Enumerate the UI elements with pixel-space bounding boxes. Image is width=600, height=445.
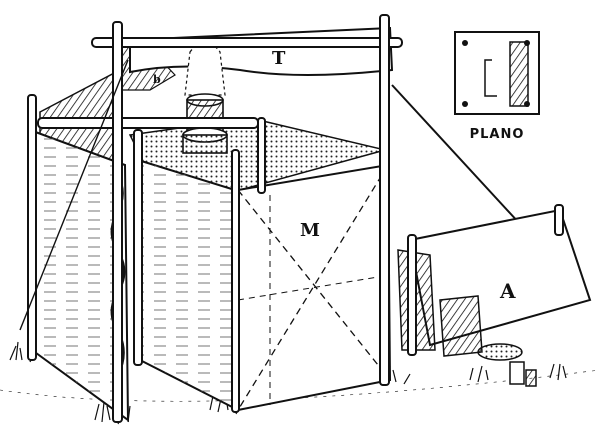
left-wall-panel bbox=[28, 128, 130, 422]
front-wall-panel-left bbox=[136, 158, 240, 412]
supplies bbox=[439, 295, 537, 387]
plan-inset: PLANO bbox=[454, 31, 540, 142]
label-t: T bbox=[272, 48, 286, 69]
crossbars bbox=[37, 37, 403, 129]
awning: A bbox=[397, 204, 592, 356]
diagonal-rope bbox=[19, 59, 129, 331]
poles bbox=[27, 14, 390, 423]
label-b: b bbox=[153, 73, 161, 86]
plan-caption: PLANO bbox=[470, 127, 525, 142]
front-wall-panel-m: M bbox=[237, 163, 392, 412]
label-m: M bbox=[300, 220, 320, 241]
label-a: A bbox=[499, 279, 516, 303]
